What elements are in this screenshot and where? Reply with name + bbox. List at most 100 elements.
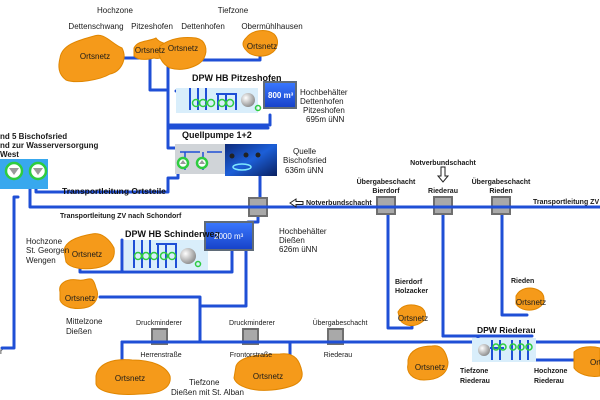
ortsnetz-tiefzone-right — [233, 353, 303, 391]
ortsnetz-label: Ortsnetz — [114, 374, 146, 383]
area-tiefzone-diessen-1: Tiefzone — [189, 378, 220, 387]
ortsnetz-label: Ortsnetz — [167, 44, 199, 53]
area-tiefzone-riederau-1: Tiefzone — [460, 368, 489, 375]
pump-icon — [167, 251, 177, 261]
zone-label-tiefzone: Tiefzone — [217, 6, 249, 15]
shaft-uebergabe-riederau — [327, 328, 344, 345]
altitude-schinderweg: 626m üNN — [279, 245, 318, 254]
station-title-quellpumpe: Quellpumpe 1+2 — [182, 130, 252, 140]
tank-schinderweg — [204, 221, 254, 251]
pipeline-label-zv-schondorf: Transportleitung ZV nach Schondorf — [60, 213, 182, 220]
place-pitzeshofen: Pitzeshofen — [131, 22, 173, 31]
place-dettenhofen: Dettenhofen — [181, 22, 225, 31]
station-title-riederau: DPW Riederau — [477, 325, 536, 335]
station-title-pitzeshofen: DPW HB Pitzeshofen — [192, 73, 282, 83]
altitude-pitzeshofen: 695m üNN — [306, 115, 345, 124]
label-riederau-bottom: Riederau — [323, 352, 353, 359]
area-mittelzone-2: Dießen — [66, 327, 92, 336]
area-left-edge: r — [0, 347, 3, 356]
ortsnetz-label: Ortsnetz — [134, 46, 166, 55]
pump-icon — [133, 251, 143, 261]
ortsnetz-tiefzone-riederau — [407, 345, 449, 381]
pump-icon — [225, 98, 235, 108]
tank-pitzeshofen — [263, 81, 297, 109]
area-st-georgen-2: St. Georgen — [26, 246, 70, 255]
ortsnetz-bierdorf — [397, 304, 426, 327]
pipe-tank-station — [120, 248, 234, 274]
pipe-riederau — [441, 205, 480, 344]
zone-label-hochzone: Hochzone — [96, 6, 134, 15]
station-desc-schinderweg-1: Hochbehälter — [279, 227, 327, 236]
pump-icon — [509, 343, 517, 351]
station-desc-pitzeshofen-1: Hochbehälter — [300, 88, 348, 97]
pump-icon — [149, 251, 159, 261]
pressure-vessel-icon — [180, 248, 196, 264]
left-block-line3: West — [0, 150, 19, 159]
station-quellpumpe — [175, 144, 277, 176]
shaft-label-notverbund-top: Notverbundschacht — [410, 160, 476, 167]
pipeline-label-ortsteile: Transportleitung Ortsteile — [62, 186, 166, 196]
station-schinderweg — [124, 221, 254, 270]
quelle-photo — [225, 144, 277, 176]
ortsnetz-obermuehlhausen — [242, 30, 278, 57]
left-block-line2: nd zur Wasserversorgung — [0, 141, 99, 150]
pipe-tank-down — [198, 248, 248, 308]
area-rieden: Rieden — [511, 278, 535, 285]
ortsnetz-st-georgen — [63, 233, 115, 270]
pipe-transport-ortsteile — [34, 168, 180, 194]
ortsnetz-mittelzone — [59, 278, 98, 309]
pipe-mittelzone — [98, 295, 202, 308]
tank-volume-schinderweg: 2000 m³ — [214, 232, 244, 241]
shaft-druckminderer-herrenstrasse — [151, 328, 168, 345]
pipe-trunk-top — [166, 126, 180, 150]
ortsnetz-rieden — [515, 287, 545, 311]
pressure-vessel-icon — [241, 93, 255, 107]
pump-icon — [499, 343, 507, 351]
station-pitzeshofen — [176, 81, 297, 113]
ortsnetz-blobs — [58, 30, 600, 395]
ortsnetz-label: Ortsnetz — [515, 298, 547, 307]
pump-icon — [198, 98, 208, 108]
label-druckminderer-2: Druckminderer — [229, 320, 275, 327]
shaft-label-notverbund-left: Notverbundschacht — [306, 200, 372, 207]
pipe-left-vertical — [0, 195, 20, 350]
pipe-transport-zv — [28, 186, 600, 209]
label-frontorstrasse: Frontorstraße — [229, 352, 273, 359]
area-mittelzone-1: Mittelzone — [66, 317, 103, 326]
area-bierdorf-1: Bierdorf — [395, 279, 423, 286]
pump-icon — [206, 98, 216, 108]
arrow-left-icon — [289, 198, 304, 208]
pump-icon — [525, 343, 533, 351]
area-bierdorf-2: Holzacker — [395, 288, 429, 295]
area-hochzone-riederau-2: Riederau — [534, 378, 564, 385]
quelle-desc-1: Quelle — [293, 147, 317, 156]
ortsnetz-label: Ortsnetz — [252, 372, 284, 381]
quelle-desc-2: Bischofsried — [283, 156, 327, 165]
pump-icon — [492, 343, 500, 351]
ortsnetz-label: Ortsnetz — [64, 294, 96, 303]
ortsnetz-tiefzone-left — [95, 359, 171, 395]
place-dettenschwang: Dettenschwang — [68, 22, 124, 31]
pump-icon — [517, 343, 525, 351]
area-st-georgen-3: Wengen — [26, 256, 56, 265]
label-herrenstrasse: Herrenstraße — [140, 352, 182, 359]
pump-icon — [217, 98, 227, 108]
shaft-druckminderer-frontorstrasse — [242, 328, 259, 345]
ortsnetz-dettenhofen — [158, 37, 207, 70]
left-block-line1: nd 5 Bischofsried — [0, 132, 68, 141]
area-st-georgen-1: Hochzone — [26, 237, 63, 246]
station-desc-schinderweg-2: Dießen — [279, 236, 305, 245]
area-tiefzone-riederau-2: Riederau — [460, 378, 490, 385]
pipe-top-dettenschwang — [120, 56, 168, 92]
area-hochzone-riederau-1: Hochzone — [534, 368, 568, 375]
ortsnetz-hochzone-riederau — [573, 346, 600, 377]
station-bischofsried-left — [0, 159, 48, 189]
shaft-label-bierdorf-2: Bierdorf — [372, 188, 400, 195]
station-desc-pitzeshofen-2: Dettenhofen — [300, 97, 344, 106]
pipe-rieden — [500, 205, 529, 317]
label-druckminderer-1: Druckminderer — [136, 320, 182, 327]
pump-icon — [159, 251, 169, 261]
altitude-quelle: 636m üNN — [285, 166, 324, 175]
pipe-pitzeshofen-tank-out — [166, 113, 272, 127]
